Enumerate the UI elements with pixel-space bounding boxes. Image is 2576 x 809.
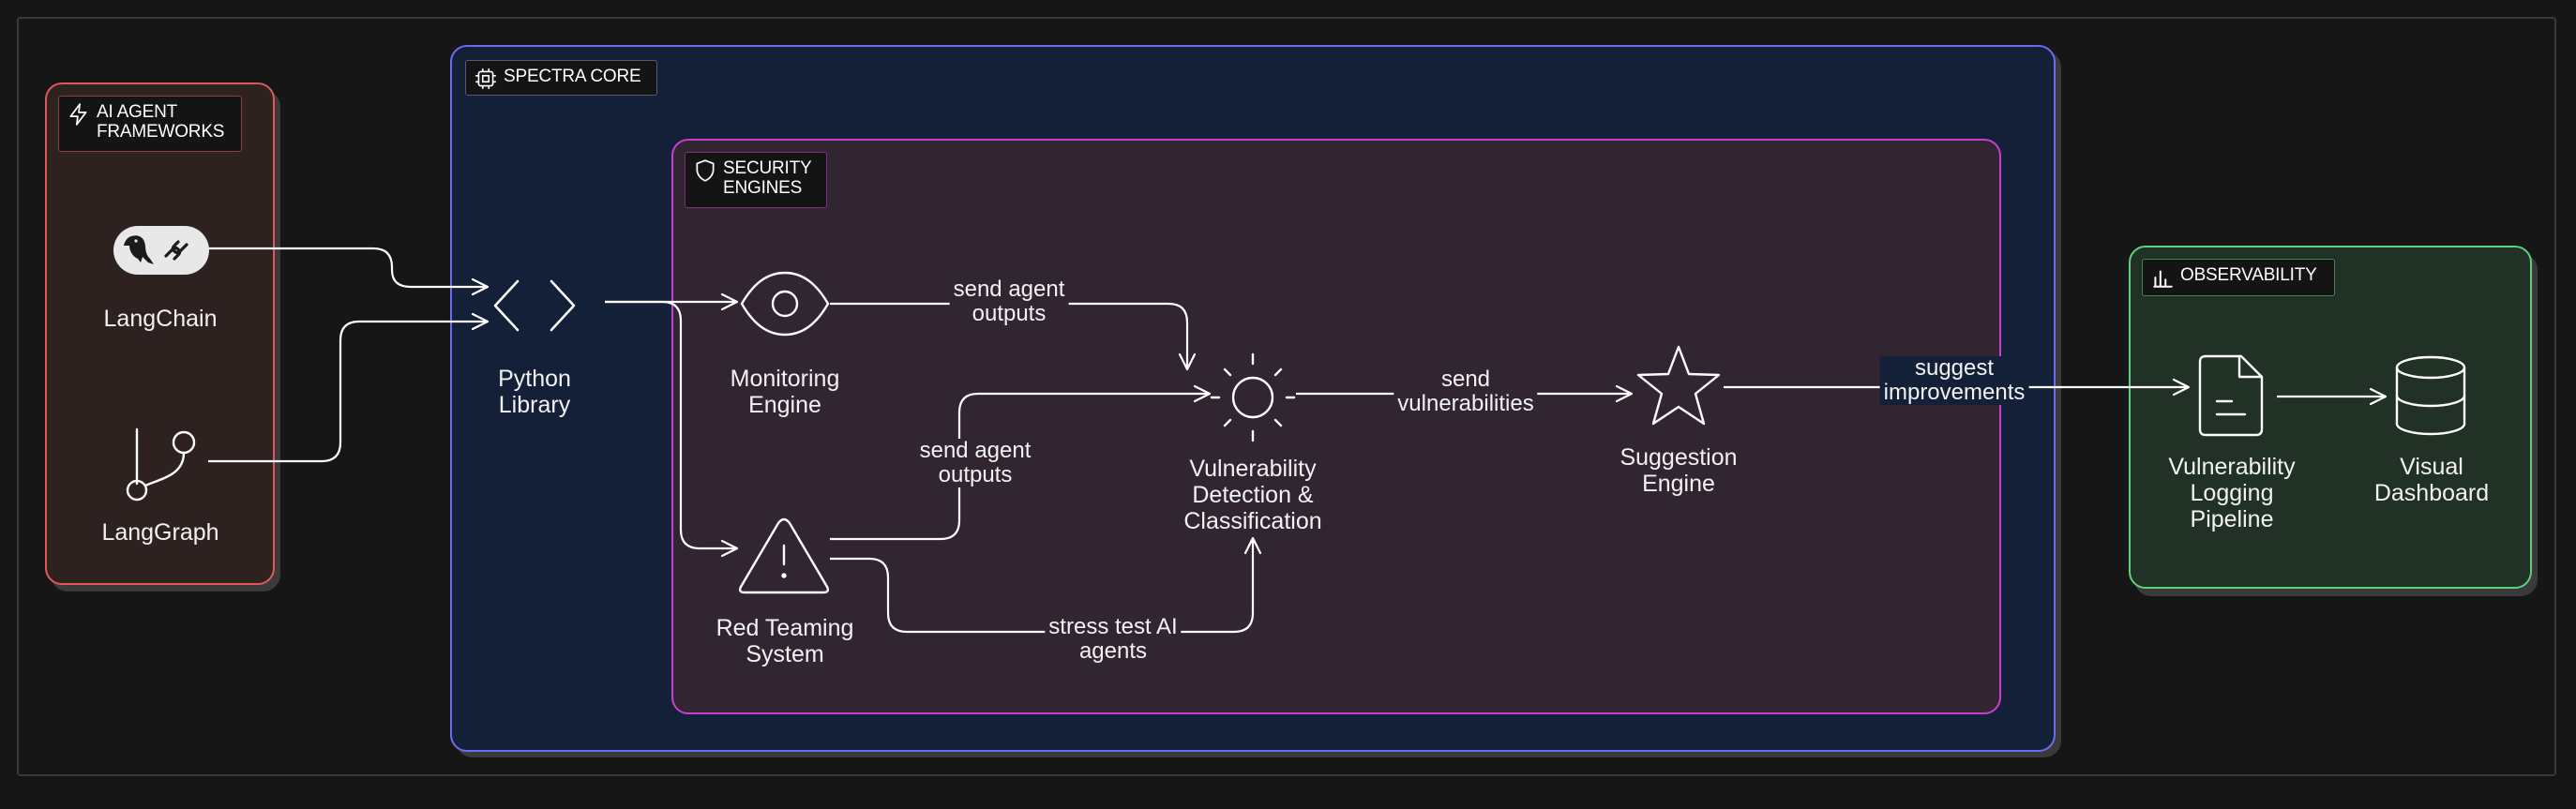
shield-icon (696, 159, 715, 182)
visual-dashboard-label: Visual Dashboard (2373, 454, 2490, 506)
security-engines-group (671, 139, 2001, 714)
edge-python-to-redteam (605, 300, 739, 558)
langgraph-label: LangGraph (101, 519, 219, 546)
git-branch-icon (126, 427, 196, 502)
star-icon (1636, 345, 1721, 426)
langchain-icon (113, 226, 209, 275)
edge-label-send-vulnerabilities: send vulnerabilities (1393, 367, 1538, 416)
diagram-frame (17, 17, 2556, 776)
red-teaming-system-label: Red Teaming System (716, 615, 854, 667)
edge-langgraph-to-python (208, 312, 490, 463)
core-group-title: SPECTRA CORE (504, 67, 641, 86)
bar-chart-icon (2153, 270, 2173, 288)
lightning-icon (69, 103, 87, 126)
edge-label-suggest-improvements: suggest improvements (1879, 356, 2029, 405)
security-group-title: SECURITY ENGINES (723, 158, 812, 198)
warning-triangle-icon (738, 517, 830, 594)
sun-icon (1210, 352, 1296, 442)
document-icon (2198, 354, 2264, 437)
frameworks-group-label: AI AGENT FRAMEWORKS (58, 96, 242, 152)
python-library-label: Python Library (498, 366, 571, 418)
monitoring-engine-label: Monitoring Engine (730, 366, 840, 418)
edge-monitoring-to-detection (830, 302, 1197, 371)
langchain-label: LangChain (103, 306, 218, 332)
suggestion-engine-label: Suggestion Engine (1619, 444, 1738, 497)
database-icon (2395, 355, 2466, 436)
observability-group-title: OBSERVABILITY (2180, 265, 2317, 285)
logging-pipeline-label: Vulnerability Logging Pipeline (2168, 454, 2296, 532)
observability-group-label: OBSERVABILITY (2142, 259, 2335, 296)
ai-agent-frameworks-group (45, 82, 275, 585)
security-group-label: SECURITY ENGINES (685, 152, 827, 208)
frameworks-group-title: AI AGENT FRAMEWORKS (97, 102, 225, 142)
edge-label-monitor-outputs: send agent outputs (949, 277, 1069, 326)
edge-label-redteam-outputs: send agent outputs (915, 439, 1035, 487)
edge-label-stress-test: stress test AI agents (1045, 615, 1182, 664)
vulnerability-detection-label: Vulnerability Detection & Classification (1183, 456, 1322, 534)
edge-redteam-stress-test (830, 536, 1262, 634)
edge-langchain-to-python (208, 247, 490, 296)
chip-icon (475, 68, 496, 89)
eye-icon (740, 271, 830, 337)
core-group-label: SPECTRA CORE (465, 60, 657, 96)
code-brackets-icon (493, 279, 576, 332)
